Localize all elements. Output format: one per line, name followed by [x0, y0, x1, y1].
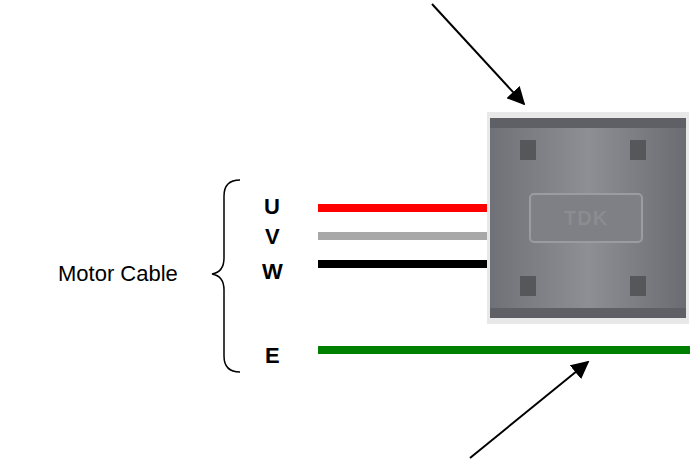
w-wire	[318, 260, 492, 268]
wire-label: W	[262, 261, 283, 283]
e-wire	[318, 346, 690, 354]
wire-label: U	[264, 196, 280, 218]
ferrite-core	[487, 112, 689, 324]
cable-label: Motor Cable	[58, 263, 178, 285]
wire-label: V	[265, 226, 280, 248]
v-wire	[318, 232, 492, 240]
u-wire	[318, 204, 492, 212]
pointer-arrow	[470, 362, 588, 458]
wire-label: E	[265, 345, 280, 367]
brand-label: TDK	[564, 208, 608, 228]
brace	[212, 180, 240, 372]
pointer-arrow	[432, 4, 524, 104]
